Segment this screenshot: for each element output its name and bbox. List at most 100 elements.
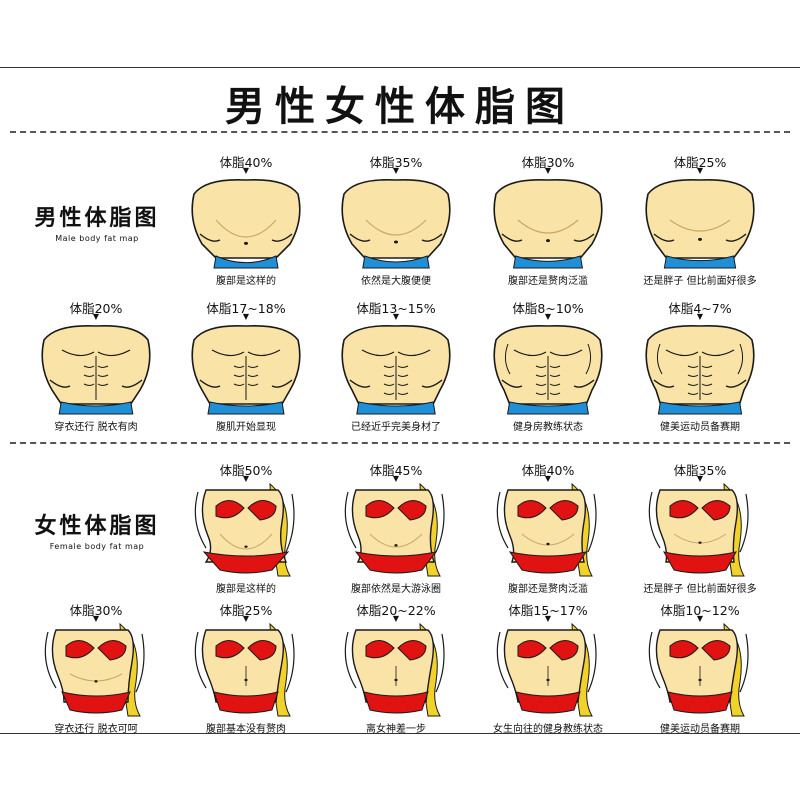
female-section-title: 女性体脂图 Female body fat map: [22, 508, 172, 551]
body-fat-percentage: 体脂50%: [219, 463, 273, 478]
down-arrow-icon: ▼: [92, 614, 100, 623]
male-torso-illustration: [645, 324, 755, 415]
male-torso-illustration: [191, 324, 301, 415]
male-torso-illustration: [493, 178, 603, 269]
down-arrow-icon: ▼: [544, 614, 552, 623]
male-torso-illustration: [493, 324, 603, 415]
female-title-cn: 女性体脂图: [34, 514, 160, 539]
body-fat-percentage: 体脂20%: [69, 301, 123, 316]
female-body-illustration: [648, 622, 749, 717]
male-torso-illustration: [41, 324, 151, 415]
down-arrow-icon: ▼: [696, 166, 704, 175]
body-fat-percentage: 体脂35%: [673, 463, 727, 478]
male-body-card: 体脂17~18%▼ 腹肌开始显现: [176, 298, 316, 440]
female-body-card: 体脂15~17%▼ 女生向往的健身教练状态: [478, 600, 618, 742]
body-fat-caption: 腹部基本没有赘肉: [206, 724, 286, 735]
male-body-card: 体脂20%▼ 穿衣还行 脱衣有肉: [26, 298, 166, 440]
female-body-illustration: [648, 482, 749, 577]
male-body-card: 体脂25%▼ 还是胖子 但比前面好很多: [630, 152, 770, 294]
body-fat-caption: 健美运动员备赛期: [660, 724, 740, 735]
body-fat-percentage: 体脂40%: [219, 155, 273, 170]
body-fat-percentage: 体脂20~22%: [356, 603, 436, 618]
body-fat-percentage: 体脂40%: [521, 463, 575, 478]
female-body-card: 体脂50%▼ 腹部是这样的: [176, 460, 316, 602]
female-body-card: 体脂25%▼ 腹部基本没有赘肉: [176, 600, 316, 742]
male-body-card: 体脂8~10%▼ 健身房教练状态: [478, 298, 618, 440]
male-body-card: 体脂30%▼ 腹部还是赘肉泛滥: [478, 152, 618, 294]
body-fat-percentage: 体脂45%: [369, 463, 423, 478]
female-body-card: 体脂30%▼ 穿衣还行 脱衣可呵: [26, 600, 166, 742]
male-title-en: Male body fat map: [55, 234, 139, 243]
body-fat-caption: 腹部还是赘肉泛滥: [508, 584, 588, 595]
body-fat-caption: 健美运动员备赛期: [660, 422, 740, 433]
male-body-card: 体脂35%▼ 依然是大腹便便: [326, 152, 466, 294]
female-body-card: 体脂35%▼ 还是胖子 但比前面好很多: [630, 460, 770, 602]
body-fat-caption: 已经近乎完美身材了: [351, 422, 441, 433]
body-fat-percentage: 体脂4~7%: [668, 301, 732, 316]
bottom-border-line: [0, 733, 800, 734]
divider-top: [10, 131, 790, 133]
body-fat-caption: 穿衣还行 脱衣有肉: [54, 422, 138, 433]
female-body-illustration: [194, 622, 295, 717]
male-title-cn: 男性体脂图: [34, 206, 160, 231]
body-fat-caption: 离女神差一步: [366, 724, 426, 735]
down-arrow-icon: ▼: [544, 312, 552, 321]
down-arrow-icon: ▼: [392, 614, 400, 623]
body-fat-percentage: 体脂35%: [369, 155, 423, 170]
divider-middle: [10, 442, 790, 444]
body-fat-caption: 还是胖子 但比前面好很多: [643, 584, 757, 595]
down-arrow-icon: ▼: [92, 312, 100, 321]
female-body-card: 体脂10~12%▼ 健美运动员备赛期: [630, 600, 770, 742]
male-section-title: 男性体脂图 Male body fat map: [22, 200, 172, 243]
down-arrow-icon: ▼: [544, 474, 552, 483]
body-fat-caption: 腹部是这样的: [216, 276, 276, 287]
female-body-illustration: [496, 482, 597, 577]
female-title-en: Female body fat map: [49, 542, 145, 551]
male-torso-illustration: [645, 178, 755, 269]
body-fat-percentage: 体脂13~15%: [356, 301, 436, 316]
body-fat-caption: 女生向往的健身教练状态: [493, 724, 603, 735]
body-fat-caption: 健身房教练状态: [513, 422, 583, 433]
female-body-illustration: [344, 482, 445, 577]
body-fat-percentage: 体脂15~17%: [508, 603, 588, 618]
body-fat-percentage: 体脂10~12%: [660, 603, 740, 618]
down-arrow-icon: ▼: [242, 474, 250, 483]
page-title: 男性女性体脂图: [225, 84, 575, 130]
body-fat-percentage: 体脂25%: [219, 603, 273, 618]
female-body-card: 体脂45%▼ 腹部依然是大游泳圈: [326, 460, 466, 602]
down-arrow-icon: ▼: [242, 166, 250, 175]
down-arrow-icon: ▼: [696, 614, 704, 623]
body-fat-percentage: 体脂25%: [673, 155, 727, 170]
body-fat-caption: 还是胖子 但比前面好很多: [643, 276, 757, 287]
male-torso-illustration: [191, 178, 301, 269]
body-fat-caption: 腹部还是赘肉泛滥: [508, 276, 588, 287]
female-body-illustration: [44, 622, 145, 717]
body-fat-caption: 腹肌开始显现: [216, 422, 276, 433]
male-body-card: 体脂4~7%▼ 健美运动员备赛期: [630, 298, 770, 440]
female-body-illustration: [344, 622, 445, 717]
body-fat-percentage: 体脂30%: [521, 155, 575, 170]
down-arrow-icon: ▼: [392, 312, 400, 321]
female-body-card: 体脂40%▼ 腹部还是赘肉泛滥: [478, 460, 618, 602]
down-arrow-icon: ▼: [392, 474, 400, 483]
body-fat-percentage: 体脂8~10%: [512, 301, 584, 316]
body-fat-percentage: 体脂30%: [69, 603, 123, 618]
female-body-illustration: [194, 482, 295, 577]
down-arrow-icon: ▼: [696, 312, 704, 321]
top-border-line: [0, 67, 800, 68]
down-arrow-icon: ▼: [242, 312, 250, 321]
male-torso-illustration: [341, 178, 451, 269]
male-body-card: 体脂40%▼ 腹部是这样的: [176, 152, 316, 294]
down-arrow-icon: ▼: [696, 474, 704, 483]
body-fat-caption: 依然是大腹便便: [361, 276, 431, 287]
male-torso-illustration: [341, 324, 451, 415]
down-arrow-icon: ▼: [242, 614, 250, 623]
female-body-card: 体脂20~22%▼ 离女神差一步: [326, 600, 466, 742]
body-fat-percentage: 体脂17~18%: [206, 301, 286, 316]
body-fat-caption: 腹部是这样的: [216, 584, 276, 595]
down-arrow-icon: ▼: [544, 166, 552, 175]
down-arrow-icon: ▼: [392, 166, 400, 175]
female-body-illustration: [496, 622, 597, 717]
body-fat-caption: 穿衣还行 脱衣可呵: [54, 724, 138, 735]
body-fat-caption: 腹部依然是大游泳圈: [351, 584, 441, 595]
